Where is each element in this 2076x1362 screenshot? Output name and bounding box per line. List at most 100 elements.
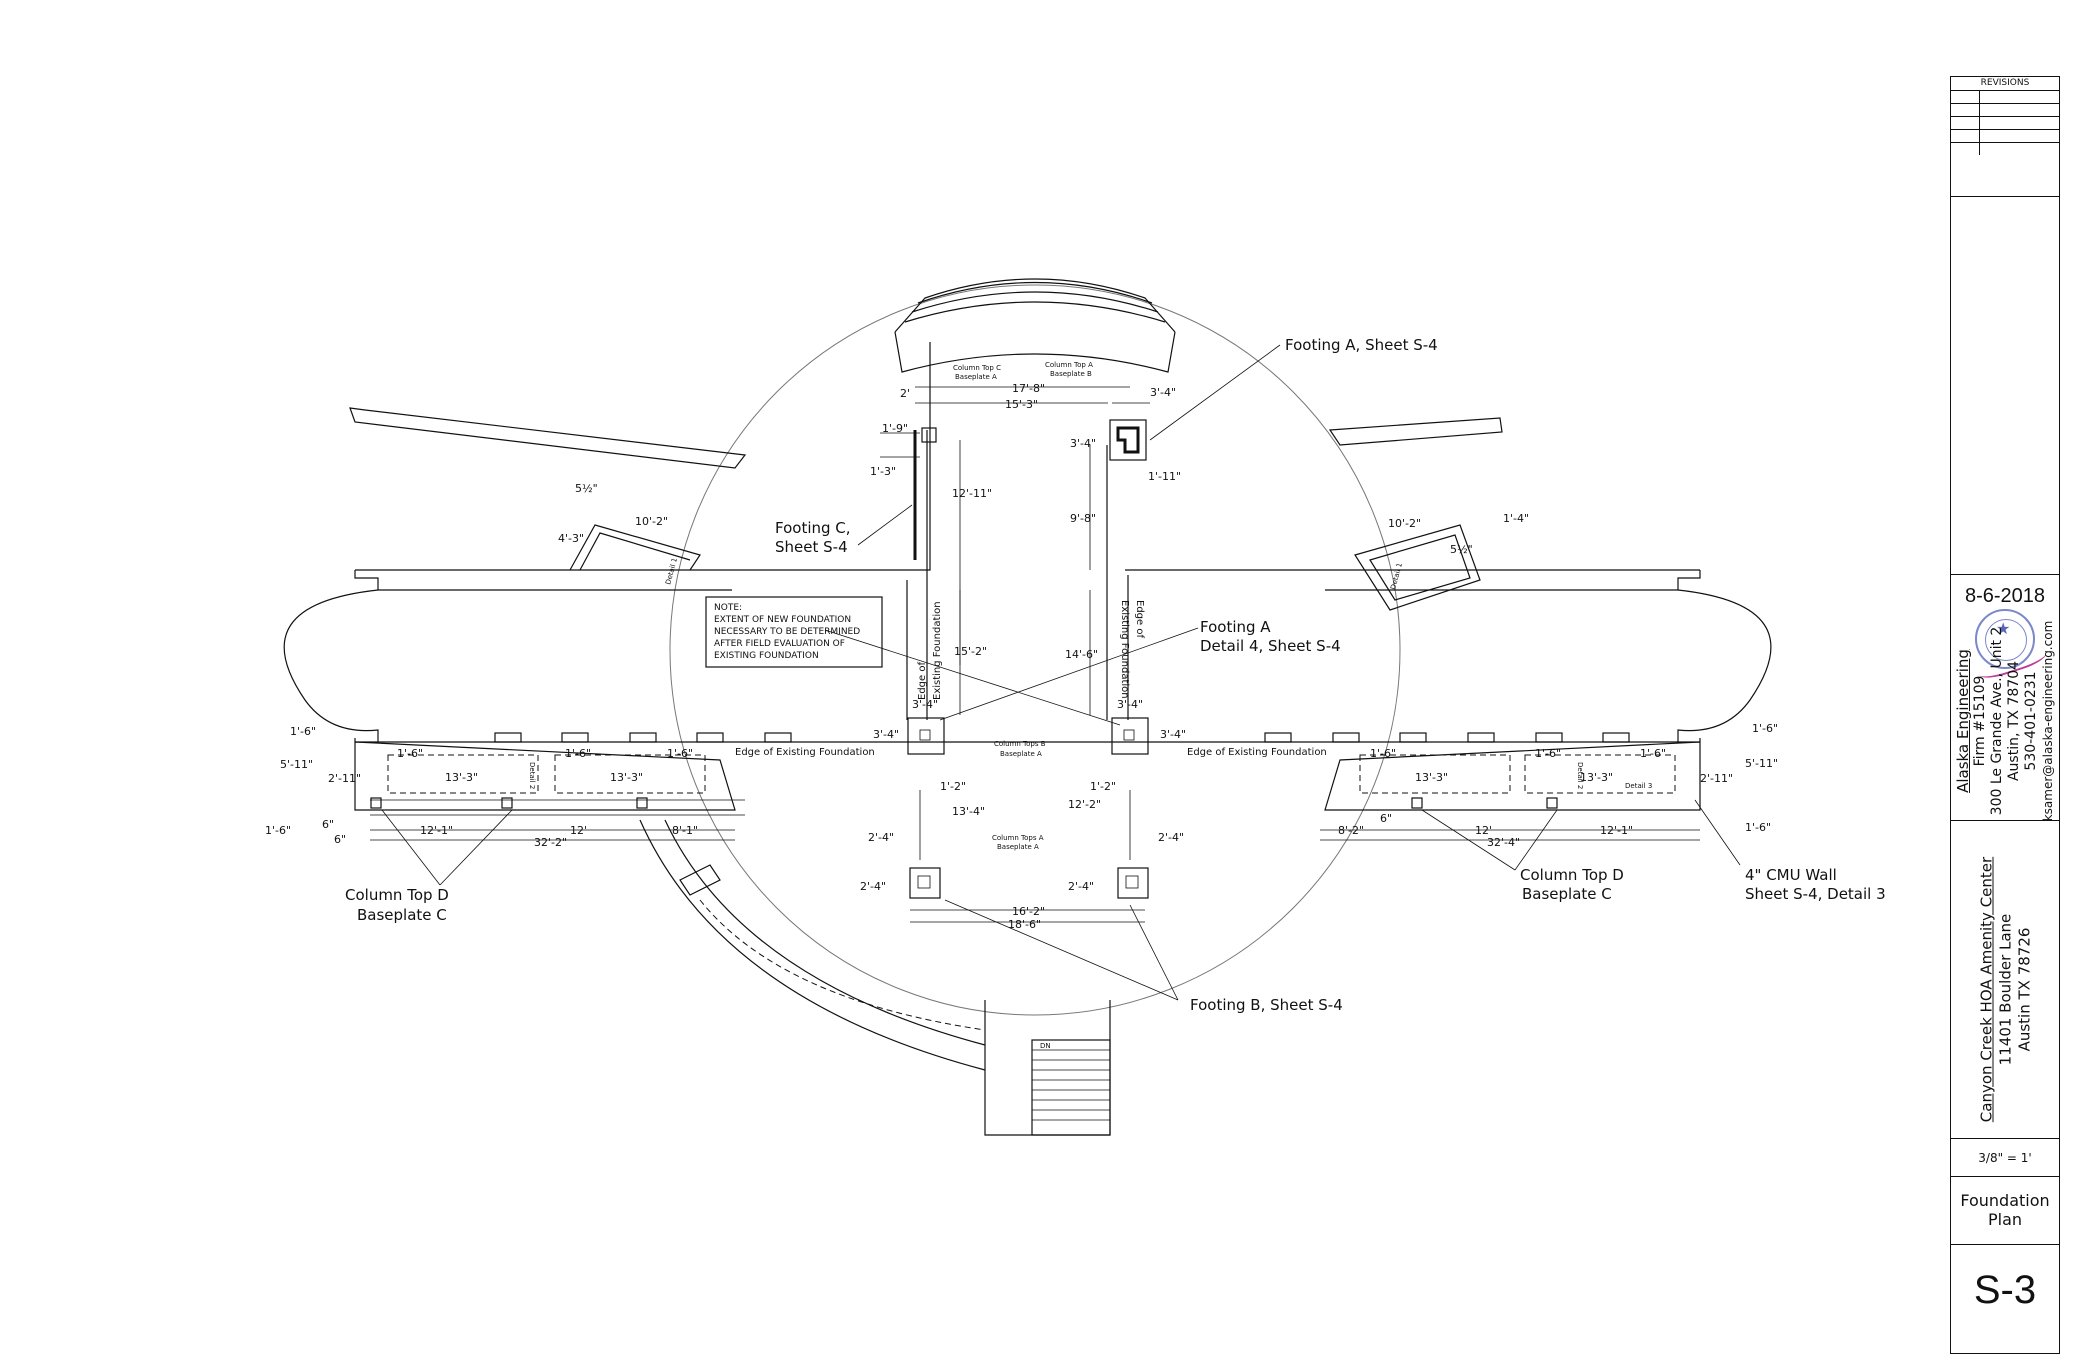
- callout-cmu-wall-line2: Sheet S-4, Detail 3: [1745, 885, 1886, 903]
- dim-text: 8'-1": [672, 824, 698, 837]
- label-detail-3: Detail 3: [1625, 782, 1652, 790]
- dim-text: 9'-8": [1070, 512, 1096, 525]
- callout-column-d-right-line2: Baseplate C: [1522, 885, 1612, 903]
- column-footings: [370, 427, 1558, 899]
- note-title: NOTE:: [714, 603, 742, 613]
- sheet-number: S-3: [1973, 1268, 2037, 1312]
- engineer-seal: ★: [1975, 609, 2035, 669]
- dim-text: 2'-4": [860, 880, 886, 893]
- dimension-texts: 17'-8" 2' 15'-3" 3'-4" 1'-9" 3'-4" 1'-3"…: [265, 382, 1778, 931]
- label-edge-vert-right-1: Edge of: [1134, 600, 1145, 638]
- title-block: REVISIONS 8-6-2018 ★ Alaska Engineering …: [1950, 76, 2060, 1354]
- firm-address-line1: 300 Le Grande Ave., Unit 2: [1989, 626, 2005, 816]
- drawing-scale: 3/8" = 1': [1978, 1151, 2032, 1165]
- dim-text: 15'-2": [954, 645, 987, 658]
- dim-text: 1'-6": [565, 747, 591, 760]
- label-edge-vert-left-2: Existing Foundation: [932, 601, 943, 700]
- dim-text: 12'-1": [1600, 824, 1633, 837]
- revision-row: [1951, 104, 2059, 117]
- sheet-title-line2: Plan: [1987, 1210, 2023, 1229]
- scale-block: 3/8" = 1': [1951, 1139, 2059, 1177]
- note-box: NOTE: EXTENT OF NEW FOUNDATION NECESSARY…: [705, 596, 883, 668]
- firm-address-line2: Austin, TX 78704: [2006, 660, 2022, 782]
- project-address-line2: Austin TX 78726: [2015, 927, 2034, 1052]
- dim-text: 1'-2": [1090, 780, 1116, 793]
- dim-text: 13'-4": [952, 805, 985, 818]
- dim-text: 3'-4": [912, 698, 938, 711]
- dim-text: 1'-6": [1370, 747, 1396, 760]
- leader-lines: [381, 344, 1741, 1001]
- dim-text: 1'-6": [1752, 722, 1778, 735]
- interior-walls: [906, 419, 1147, 720]
- callout-footing-c-line1: Footing C,: [775, 519, 851, 537]
- dim-text: 16'-2": [1012, 905, 1045, 918]
- dim-text: 12': [1475, 824, 1492, 837]
- callout-footing-b: Footing B, Sheet S-4: [1190, 996, 1343, 1014]
- firm-phone: 530-401-0231: [2023, 671, 2039, 771]
- dimension-lines: [354, 386, 1701, 923]
- label-col-c-a-2: Baseplate A: [955, 373, 997, 381]
- dim-text: 13'-3": [445, 771, 478, 784]
- label-col-a-b-1: Column Top A: [1045, 361, 1093, 369]
- dim-text: 2'-4": [1158, 831, 1184, 844]
- dim-text: 2'-11": [1700, 772, 1733, 785]
- callout-footing-a-top: Footing A, Sheet S-4: [1285, 336, 1438, 354]
- callout-cmu-wall-line1: 4" CMU Wall: [1745, 866, 1837, 884]
- dashed-footings: [387, 754, 1676, 794]
- label-col-tops-a-1: Column Tops A: [992, 834, 1044, 842]
- dim-text: 5½": [1450, 543, 1473, 556]
- callout-footing-c-line2: Sheet S-4: [775, 538, 848, 556]
- label-detail-1-right: Detail 1: [1389, 562, 1404, 590]
- callout-column-d-left-line1: Column Top D: [345, 886, 449, 904]
- dim-text: 2'-4": [868, 831, 894, 844]
- lower-stair: [639, 819, 1111, 1136]
- dim-text: 1'-6": [667, 747, 693, 760]
- dim-text: 5'-11": [280, 758, 313, 771]
- label-col-tops-a-2: Baseplate A: [997, 843, 1039, 851]
- dim-text: 1'-6": [1745, 821, 1771, 834]
- revision-row: [1951, 117, 2059, 130]
- dim-text: 1'-6": [290, 725, 316, 738]
- dim-text: 1'-6": [1640, 747, 1666, 760]
- note-line: AFTER FIELD EVALUATION OF: [714, 639, 845, 649]
- revisions-header: REVISIONS: [1951, 77, 2059, 91]
- project-address-line1: 11401 Boulder Lane: [1996, 913, 2015, 1066]
- dim-text: 13'-3": [1580, 771, 1613, 784]
- dim-text: 4'-3": [558, 532, 584, 545]
- dim-text: 3'-4": [1117, 698, 1143, 711]
- label-edge-vert-right-2: Existing Foundation: [1119, 600, 1130, 699]
- right-walkway: [1328, 417, 1503, 446]
- revisions-table: REVISIONS: [1951, 77, 2059, 197]
- project-block: Canyon Creek HOA Amenity Center 11401 Bo…: [1951, 821, 2059, 1139]
- dim-text: 12'-11": [952, 487, 992, 500]
- dim-text: 8'-2": [1338, 824, 1364, 837]
- firm-name: Alaska Engineering: [1954, 649, 1972, 793]
- firm-block: Alaska Engineering Firm #15109 300 Le Gr…: [1951, 575, 2059, 821]
- label-col-c-a-1: Column Top C: [953, 364, 1001, 372]
- dim-text: 13'-3": [1415, 771, 1448, 784]
- dim-text: 3'-4": [1070, 437, 1096, 450]
- dim-text: 2'-11": [328, 772, 361, 785]
- dim-text: 6": [334, 833, 346, 846]
- dim-text: 1'-4": [1503, 512, 1529, 525]
- label-detail-2-left: Detail 2: [528, 762, 536, 789]
- dim-text: 1'-9": [882, 422, 908, 435]
- building-outline: [283, 342, 1772, 811]
- sheet-title-block: Foundation Plan: [1951, 1177, 2059, 1245]
- dim-text: 12': [570, 824, 587, 837]
- label-col-a-b-2: Baseplate B: [1050, 370, 1092, 378]
- dim-text: 1'-3": [870, 465, 896, 478]
- note-line: EXTENT OF NEW FOUNDATION: [714, 615, 851, 625]
- project-name: Canyon Creek HOA Amenity Center: [1977, 856, 1996, 1123]
- dim-text: 3'-4": [873, 728, 899, 741]
- firm-number: Firm #15109: [1972, 675, 1988, 767]
- left-walkway: [349, 407, 747, 469]
- dim-text: 18'-6": [1008, 918, 1041, 931]
- issue-date: 8-6-2018: [1964, 585, 2046, 607]
- callout-column-d-right-line1: Column Top D: [1520, 866, 1624, 884]
- dim-text: 5'-11": [1745, 757, 1778, 770]
- label-detail-2-right: Detail 2: [1576, 762, 1584, 789]
- rotunda-outline: [669, 284, 1401, 1016]
- label-dn: DN: [1040, 1042, 1051, 1050]
- dim-text: 6": [1380, 812, 1392, 825]
